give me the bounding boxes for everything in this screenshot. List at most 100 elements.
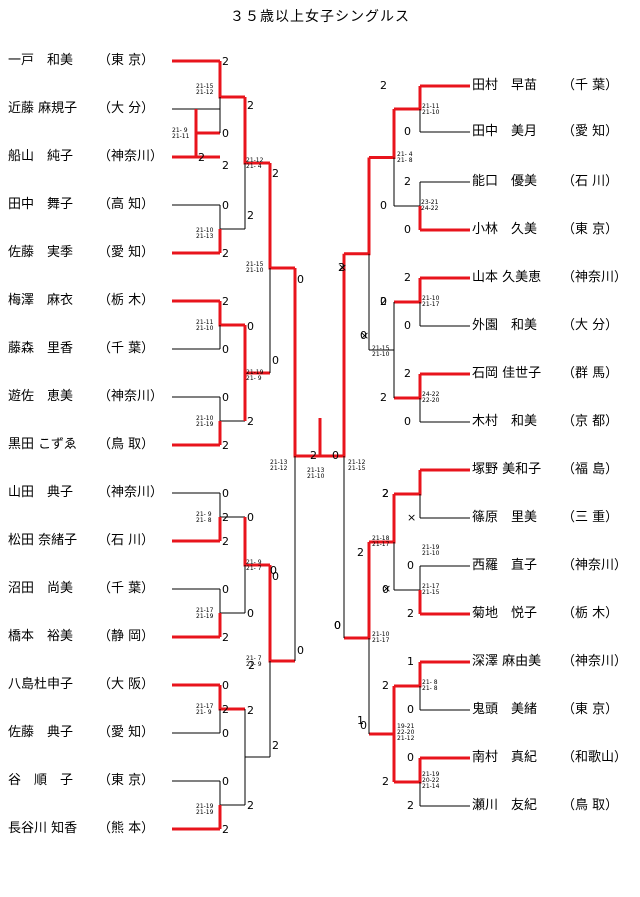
score-mark: 0	[272, 570, 279, 583]
score-mark: 0	[270, 564, 277, 577]
score-mark: 0	[222, 727, 229, 740]
score-mark: 0	[407, 703, 414, 716]
score-mark: 0	[247, 607, 254, 620]
game-score: 21- 9 21- 8	[196, 511, 212, 524]
game-score: 21-10 21-17	[372, 631, 390, 644]
game-score: 21-17 21-15	[422, 583, 440, 596]
score-mark: 2	[272, 167, 279, 180]
left-player-pref: （高 知）	[98, 197, 155, 212]
score-mark: 2	[222, 247, 229, 260]
score-mark: 2	[407, 799, 414, 812]
right-player-name: 西羅 直子	[472, 558, 538, 573]
score-mark: 0	[407, 559, 414, 572]
right-player-name: 南村 真紀	[472, 750, 538, 765]
left-player-name: 黒田 こずゑ	[8, 437, 77, 452]
score-mark: 0	[222, 679, 229, 692]
right-player-pref: （千 葉）	[562, 78, 619, 93]
score-mark: 2	[247, 704, 254, 717]
score-mark: 2	[382, 487, 389, 500]
score-mark: 2	[222, 511, 229, 524]
game-score: 21-13 21-12	[270, 459, 288, 472]
right-player-name: 菊地 悦子	[472, 606, 538, 621]
game-score: 21-19 21-19	[196, 803, 214, 816]
left-player-name: 橋本 裕美	[8, 629, 74, 644]
right-player-pref: （和歌山）	[562, 750, 628, 765]
left-player-pref: （千 葉）	[98, 341, 155, 356]
score-mark: 2	[338, 261, 345, 274]
left-player-pref: （大 阪）	[98, 677, 155, 692]
score-mark: 2	[310, 449, 317, 462]
game-score: 21- 9 21- 7	[246, 559, 262, 572]
right-player-pref: （栃 木）	[562, 606, 619, 621]
score-mark: 2	[382, 679, 389, 692]
score-mark: 0	[404, 415, 411, 428]
game-score: 21-17 21- 9	[196, 703, 214, 716]
score-mark: ×	[338, 261, 348, 274]
right-player-name: 小林 久美	[472, 222, 538, 237]
score-mark: 0	[222, 199, 229, 212]
left-player-name: 八島杜申子	[8, 677, 74, 692]
game-score: 21-11 21-10	[196, 319, 214, 332]
score-mark: 0	[222, 487, 229, 500]
left-player-name: 遊佐 恵美	[8, 389, 74, 404]
r2-line	[369, 686, 396, 736]
left-player-name: 長谷川 知香	[8, 821, 78, 836]
left-player-pref: （千 葉）	[98, 581, 155, 596]
right-player-pref: （福 島）	[562, 462, 619, 477]
score-mark: 2	[222, 535, 229, 548]
game-score: 21-18 21-17	[372, 535, 390, 548]
right-player-name: 田中 美月	[472, 124, 538, 139]
r1-line	[394, 86, 422, 111]
score-mark: 2	[247, 209, 254, 222]
game-score: 21-10 21-17	[422, 295, 440, 308]
left-player-name: 一戸 和美	[8, 53, 74, 68]
score-mark: 0	[334, 619, 341, 632]
score-mark: 0	[404, 125, 411, 138]
game-score: 21-10 21-19	[196, 415, 214, 428]
right-player-pref: （神奈川）	[562, 654, 628, 669]
score-mark: 2	[222, 823, 229, 836]
left-player-name: 田中 舞子	[8, 197, 74, 212]
score-mark: 0	[222, 127, 229, 140]
game-score: 21-19 21-10	[422, 544, 440, 557]
score-mark: 2	[380, 391, 387, 404]
left-player-pref: （鳥 取）	[98, 437, 155, 452]
right-player-name: 篠原 里美	[472, 510, 538, 525]
score-mark: 2	[222, 295, 229, 308]
left-player-name: 船山 純子	[8, 149, 74, 164]
right-player-name: 木村 和美	[472, 414, 538, 429]
score-mark: 2	[222, 703, 229, 716]
right-player-name: 外園 和美	[472, 318, 538, 333]
score-mark: ×	[407, 511, 417, 524]
left-player-name: 佐藤 実季	[8, 245, 74, 260]
game-score: 21-13 21-10	[307, 467, 325, 480]
left-player-pref: （熊 本）	[98, 821, 155, 836]
game-score: 21- 4 21- 8	[397, 151, 413, 164]
left-player-name: 藤森 里香	[8, 341, 74, 356]
r2-line	[369, 109, 396, 159]
right-player-name: 塚野 美和子	[472, 462, 542, 477]
semi-line	[320, 253, 346, 458]
right-player-pref: （石 川）	[562, 174, 619, 189]
score-mark: 0	[360, 719, 367, 732]
score-mark: 2	[222, 55, 229, 68]
left-player-name: 佐藤 典子	[8, 725, 74, 740]
score-mark: 0	[297, 644, 304, 657]
score-mark: 2	[247, 99, 254, 112]
left-player-pref: （神奈川）	[98, 389, 164, 404]
score-mark: ×	[382, 582, 392, 595]
right-player-name: 瀬川 友紀	[472, 798, 538, 813]
game-score: 21-11 21-10	[422, 103, 440, 116]
left-player-pref: （神奈川）	[98, 149, 164, 164]
score-mark: 2	[198, 151, 205, 164]
game-score: 21-15 21-12	[196, 83, 214, 96]
right-player-name: 田村 早苗	[472, 78, 538, 93]
semi-line	[293, 268, 320, 458]
score-mark: 0	[222, 343, 229, 356]
right-player-name: 深澤 麻由美	[472, 654, 542, 669]
score-mark: 0	[222, 391, 229, 404]
left-player-pref: （愛 知）	[98, 245, 155, 260]
game-score: 21-10 21-13	[196, 227, 214, 240]
